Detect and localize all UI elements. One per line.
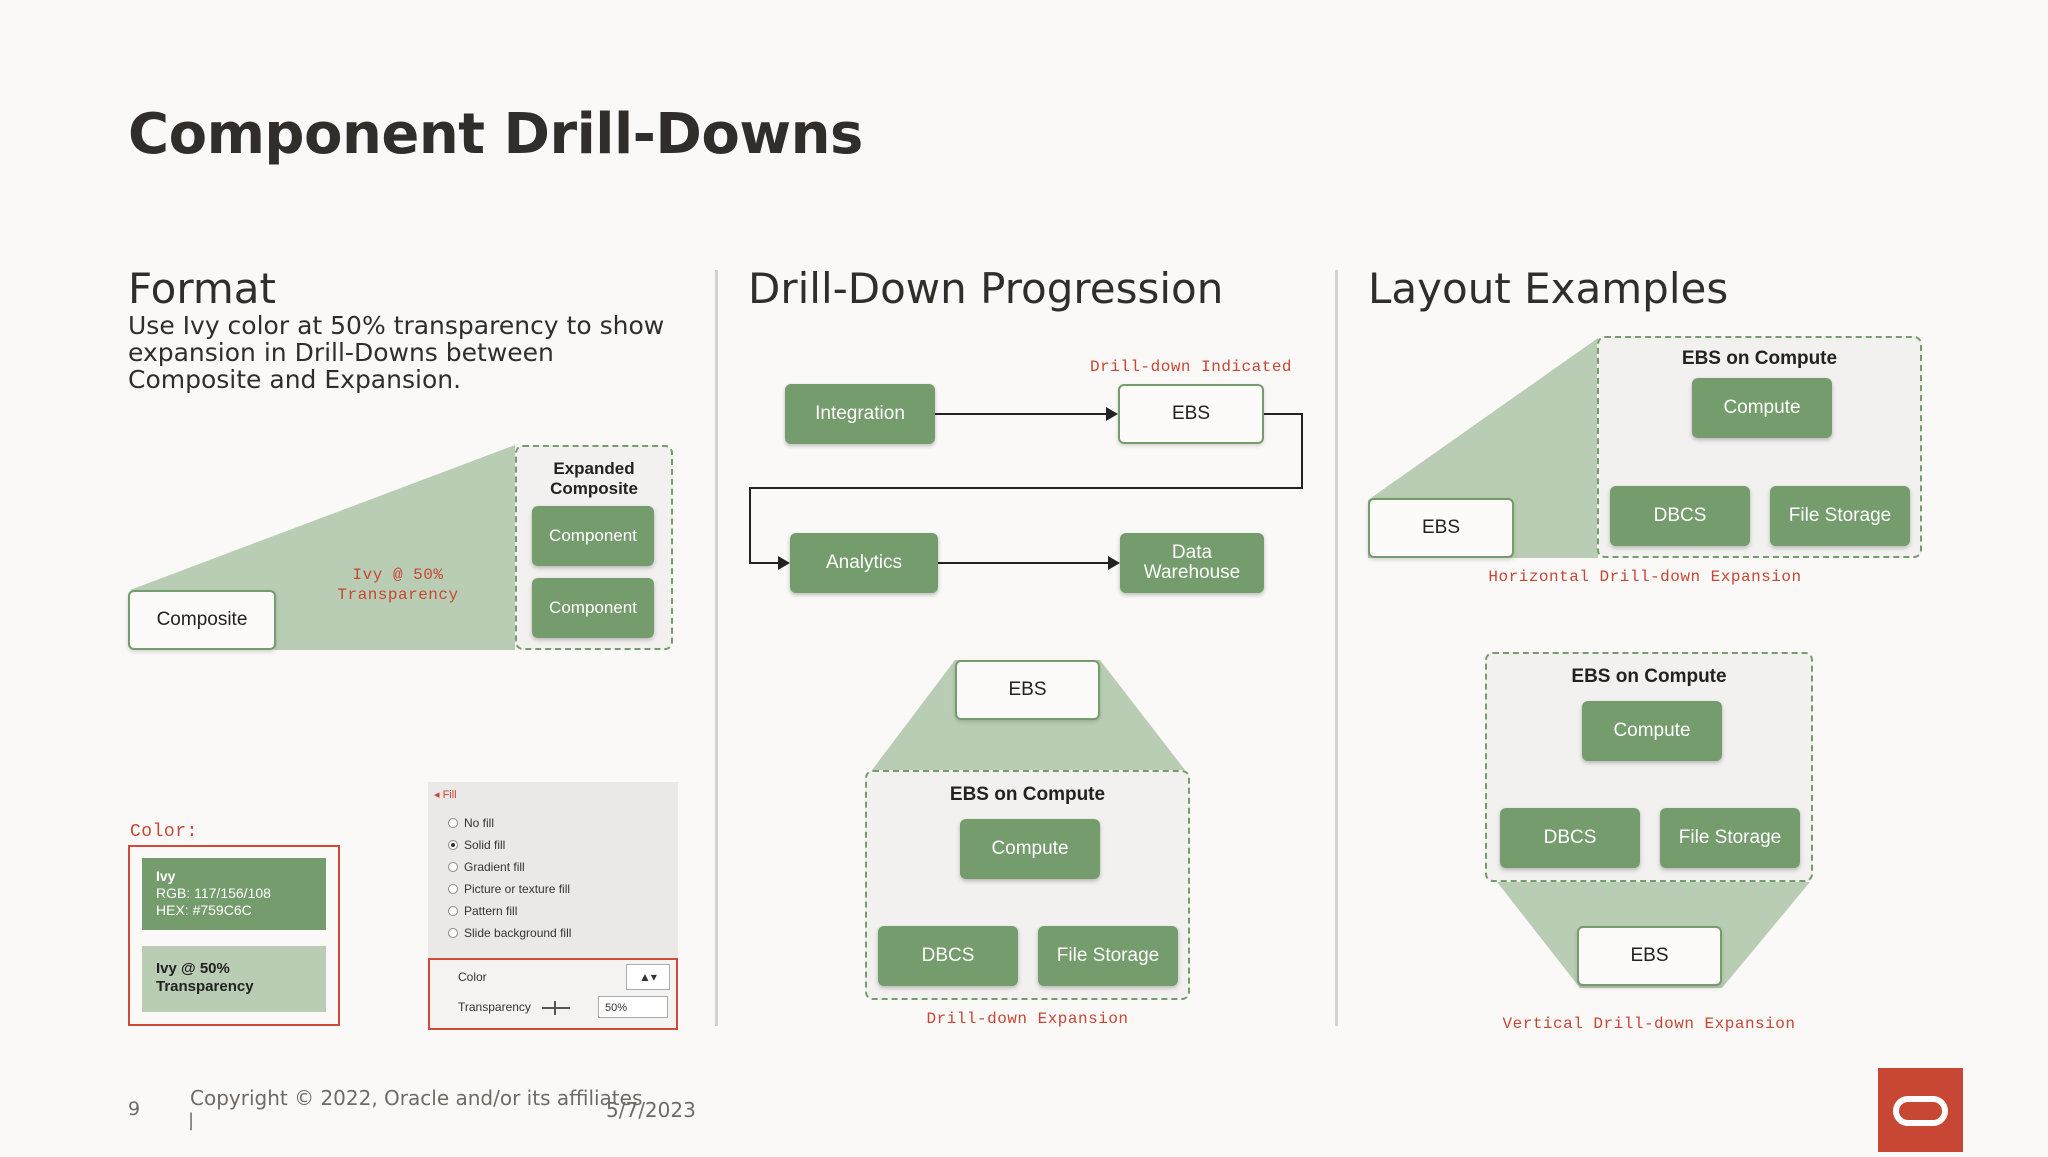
ebs-top-box: EBS — [955, 660, 1100, 720]
color-label: Color: — [130, 822, 198, 842]
data-warehouse-line: Warehouse — [1143, 562, 1241, 583]
fill-option[interactable]: Solid fill — [448, 838, 505, 852]
layouts-heading: Layout Examples — [1368, 264, 1729, 313]
group-title: EBS on Compute — [949, 784, 1106, 805]
dbcs-box: DBCS — [1610, 486, 1750, 546]
compute-box: Compute — [960, 819, 1100, 879]
swatch-hex: HEX: #759C6C — [156, 902, 252, 918]
component-box: Component — [532, 506, 654, 566]
ivy-note: Ivy @ 50% Transparency — [335, 565, 461, 605]
transparency-input[interactable]: 50% — [598, 996, 668, 1018]
paint-bucket-icon[interactable]: ▲▾ — [626, 964, 670, 990]
swatch-rgb: RGB: 117/156/108 — [156, 885, 271, 901]
radio-icon[interactable] — [448, 906, 458, 916]
fill-option-label: Pattern fill — [464, 904, 518, 918]
group-title: EBS on Compute — [1571, 666, 1727, 687]
fill-option-label: No fill — [464, 816, 495, 830]
fill-option[interactable]: Pattern fill — [448, 904, 517, 918]
page-number: 9 — [128, 1098, 141, 1120]
fill-option[interactable]: Picture or texture fill — [448, 882, 570, 896]
column-divider — [1335, 270, 1338, 1026]
fill-option[interactable]: No fill — [448, 816, 494, 830]
arrowhead — [1108, 556, 1120, 570]
ivy-swatch: Ivy RGB: 117/156/108 HEX: #759C6C — [142, 858, 326, 930]
fill-option-label: Gradient fill — [464, 860, 525, 874]
file-storage-box: File Storage — [1038, 926, 1178, 986]
fill-section-header: ◂ Fill — [434, 789, 457, 801]
column-divider — [715, 270, 718, 1026]
vertical-expansion-label: Vertical Drill-down Expansion — [1502, 1015, 1796, 1033]
file-storage-box: File Storage — [1770, 486, 1910, 546]
compute-box: Compute — [1582, 701, 1722, 761]
oracle-logo — [1878, 1068, 1963, 1152]
analytics-box: Analytics — [790, 533, 938, 593]
oracle-logo-icon — [1893, 1096, 1948, 1126]
ebs-box: EBS — [1368, 498, 1514, 558]
data-warehouse-line: Data — [1171, 542, 1213, 563]
expanded-title-line: Expanded — [553, 459, 635, 478]
format-heading: Format — [128, 264, 277, 313]
cursor-mark: | — [188, 1110, 195, 1131]
radio-selected-icon[interactable] — [448, 840, 458, 850]
ivy-note-line: Ivy @ 50% — [352, 566, 444, 584]
drilldown-indicated-label: Drill-down Indicated — [1090, 358, 1293, 376]
fill-option-label: Slide background fill — [464, 926, 572, 940]
fill-option-label: Solid fill — [464, 838, 506, 852]
radio-icon[interactable] — [448, 884, 458, 894]
date: 5/7/2023 — [606, 1098, 696, 1122]
group-title: EBS on Compute — [1681, 348, 1838, 369]
copyright: Copyright © 2022, Oracle and/or its affi… — [190, 1086, 643, 1110]
radio-icon[interactable] — [448, 928, 458, 938]
file-storage-box: File Storage — [1660, 808, 1800, 868]
fill-option[interactable]: Gradient fill — [448, 860, 525, 874]
compute-box: Compute — [1692, 378, 1832, 438]
page-title: Component Drill-Downs — [128, 102, 863, 167]
progression-heading: Drill-Down Progression — [748, 264, 1224, 313]
format-description: Use Ivy color at 50% transparency to sho… — [128, 311, 665, 394]
ebs-box: EBS — [1577, 926, 1722, 986]
integration-box: Integration — [785, 384, 935, 444]
arrowhead — [778, 556, 790, 570]
horizontal-expansion-label: Horizontal Drill-down Expansion — [1488, 568, 1802, 586]
composite-box: Composite — [128, 590, 276, 650]
transparency-slider[interactable] — [542, 1007, 570, 1009]
component-box: Component — [532, 578, 654, 638]
dbcs-box: DBCS — [878, 926, 1018, 986]
transparency-label: Transparency — [458, 1000, 531, 1014]
fill-option[interactable]: Slide background fill — [448, 926, 571, 940]
data-warehouse-box: Data Warehouse — [1120, 533, 1264, 593]
drilldown-expansion-label: Drill-down Expansion — [926, 1010, 1129, 1028]
radio-icon[interactable] — [448, 818, 458, 828]
expanded-title-line: Composite — [550, 479, 638, 498]
fill-section-label: Fill — [442, 789, 457, 801]
swatch-50-line: Transparency — [156, 978, 254, 995]
fill-color-box: Color ▲▾ Transparency 50% — [428, 958, 678, 1030]
swatch-name: Ivy — [156, 868, 176, 884]
fill-color-label: Color — [458, 970, 487, 984]
ivy-50-swatch: Ivy @ 50% Transparency — [142, 946, 326, 1012]
slider-thumb[interactable] — [554, 1001, 556, 1015]
fill-option-label: Picture or texture fill — [464, 882, 571, 896]
swatch-50-line: Ivy @ 50% — [156, 960, 230, 977]
radio-icon[interactable] — [448, 862, 458, 872]
swatch-frame — [128, 845, 340, 1026]
ivy-note-line: Transparency — [337, 586, 459, 604]
arrowhead — [1106, 407, 1118, 421]
fill-settings-panel: ◂ Fill No fill Solid fill Gradient fill … — [428, 782, 678, 1030]
ebs-box: EBS — [1118, 384, 1264, 444]
expanded-composite-title: Expanded Composite — [517, 459, 671, 499]
dbcs-box: DBCS — [1500, 808, 1640, 868]
connector-line — [749, 413, 1303, 564]
